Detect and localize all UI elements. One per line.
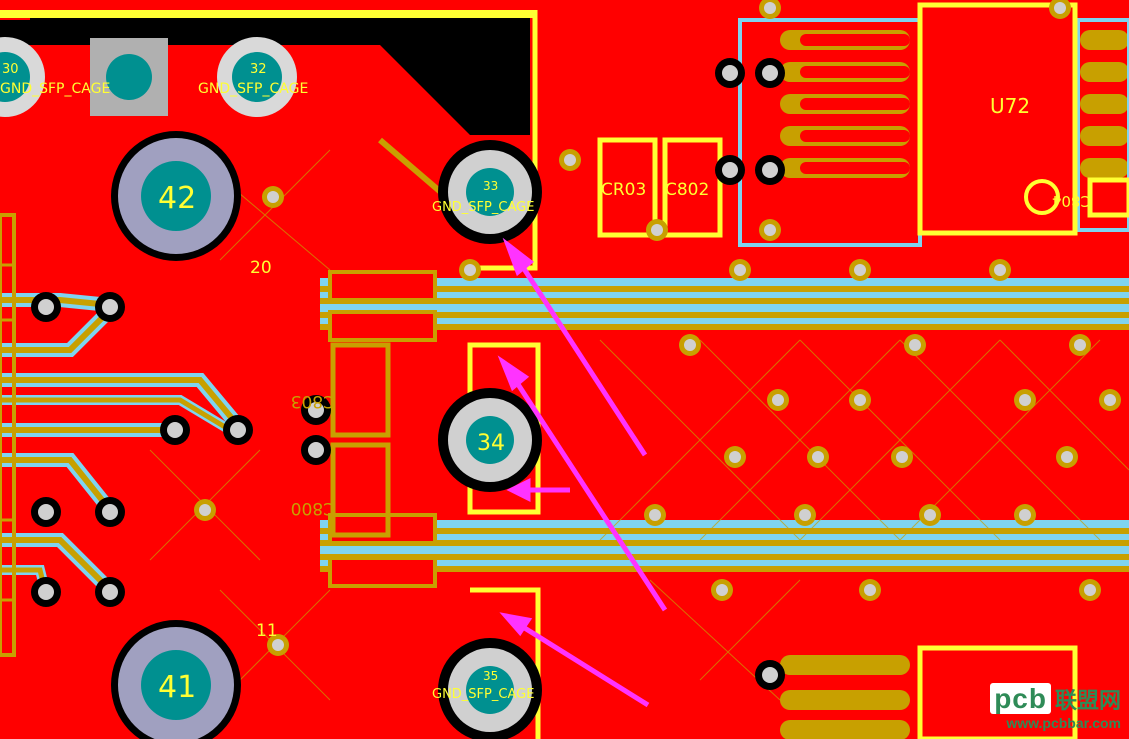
net-label-33: GND_SFP_CAGE (432, 200, 534, 215)
signal-vias (31, 58, 785, 690)
mounting-hole-41 (111, 620, 241, 739)
ref-20-label: 20 (250, 258, 272, 278)
pad-35 (438, 638, 542, 739)
silk-c803-c800 (330, 342, 391, 538)
pad-32 (217, 37, 297, 117)
cr03-label: CR03 (601, 180, 646, 200)
mounting-hole-42 (111, 131, 241, 261)
c804-label: C804 (1052, 192, 1091, 210)
watermark-url: www.pcbbar.com (1006, 715, 1121, 731)
watermark-cn: 联盟网 (1054, 688, 1121, 713)
c802-label: C802 (665, 180, 709, 200)
trace-bundle-bottom (320, 520, 1129, 572)
pad-41-label: 41 (158, 670, 196, 705)
hatch-lines (149, 149, 1129, 701)
pad-34-label: 34 (477, 431, 505, 456)
pad-30-label: 30 (2, 62, 19, 77)
c800-label: C800 (291, 498, 335, 518)
c803-label: C803 (291, 391, 335, 411)
net-label-35: GND_SFP_CAGE (432, 687, 534, 702)
via-group (194, 0, 1121, 656)
pad-33-label: 33 (483, 179, 498, 193)
net-label-mid: GND_SFP_CAGE (198, 81, 308, 97)
pad-35-label: 35 (483, 669, 498, 683)
watermark-logo: pcb (990, 683, 1051, 714)
annotation-arrows (497, 237, 668, 708)
net-label-left: GND_SFP_CAGE (0, 81, 110, 97)
pad-30 (0, 37, 45, 117)
left-trace-fan (0, 293, 247, 597)
pad-34 (438, 388, 542, 492)
pad-42-label: 42 (158, 181, 196, 216)
ref-11-label: 11 (256, 621, 278, 641)
u72-label: U72 (990, 94, 1030, 118)
pin1-marker (1024, 179, 1060, 215)
trace-bundle-top (320, 278, 1129, 330)
u72-pin-traces (780, 30, 1129, 739)
silkscreen-outlines (467, 2, 1129, 739)
pad-32-label: 32 (250, 62, 267, 77)
pad-33 (438, 140, 542, 244)
